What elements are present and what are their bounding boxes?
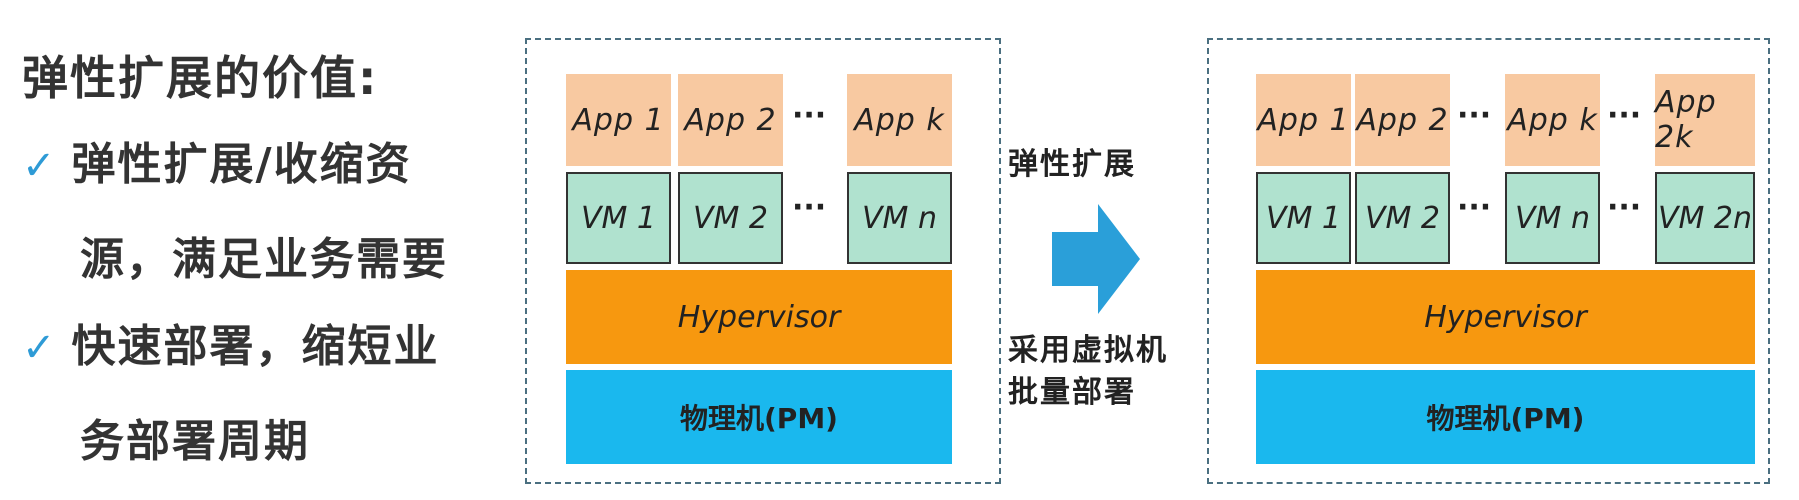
ellipsis: ··· xyxy=(792,98,827,133)
vm-box: VM 2 xyxy=(1355,172,1450,264)
before-panel: App 1 App 2 ··· App k VM 1 VM 2 ··· VM n… xyxy=(525,38,1001,484)
right-arrow-icon xyxy=(1052,204,1140,314)
bullet-line: 快速部署，缩短业 xyxy=(71,321,440,372)
ellipsis: ··· xyxy=(1457,98,1492,133)
app-box: App 1 xyxy=(566,74,671,166)
bullet-line: 弹性扩展/收缩资 xyxy=(71,139,412,190)
app-box: App k xyxy=(847,74,952,166)
vm-box: VM 2 xyxy=(678,172,783,264)
bullet-elastic-scaling: ✓ 弹性扩展/收缩资 源，满足业务需要 xyxy=(22,118,448,307)
bullet-line: 源，满足业务需要 xyxy=(80,234,448,285)
vm-batch-deploy-line: 采用虚拟机 xyxy=(1008,333,1168,368)
hypervisor-layer: Hypervisor xyxy=(1256,270,1755,364)
app-box: App k xyxy=(1505,74,1600,166)
vm-box: VM 1 xyxy=(1256,172,1351,264)
physical-machine-layer: 物理机(PM) xyxy=(566,370,952,464)
bullet-fast-deploy: ✓ 快速部署，缩短业 务部署周期 xyxy=(22,300,440,489)
vm-batch-deploy-label: 采用虚拟机 批量部署 xyxy=(1008,330,1168,414)
physical-machine-layer: 物理机(PM) xyxy=(1256,370,1755,464)
ellipsis: ··· xyxy=(1607,98,1642,133)
vm-batch-deploy-line: 批量部署 xyxy=(1008,375,1136,410)
value-title: 弹性扩展的价值: xyxy=(22,51,379,105)
app-box: App 2 xyxy=(1355,74,1450,166)
vm-box: VM n xyxy=(1505,172,1600,264)
app-box: App 1 xyxy=(1256,74,1351,166)
elastic-scaling-label: 弹性扩展 xyxy=(1008,147,1136,182)
hypervisor-layer: Hypervisor xyxy=(566,270,952,364)
vm-box: VM n xyxy=(847,172,952,264)
ellipsis: ··· xyxy=(792,190,827,225)
ellipsis: ··· xyxy=(1457,190,1492,225)
app-box: App 2k xyxy=(1655,74,1755,166)
check-icon: ✓ xyxy=(22,143,58,189)
vm-box: VM 1 xyxy=(566,172,671,264)
ellipsis: ··· xyxy=(1607,190,1642,225)
check-icon: ✓ xyxy=(22,325,58,371)
after-panel: App 1 App 2 ··· App k ··· App 2k VM 1 VM… xyxy=(1207,38,1770,484)
vm-box: VM 2n xyxy=(1655,172,1755,264)
bullet-line: 务部署周期 xyxy=(80,416,310,467)
app-box: App 2 xyxy=(678,74,783,166)
